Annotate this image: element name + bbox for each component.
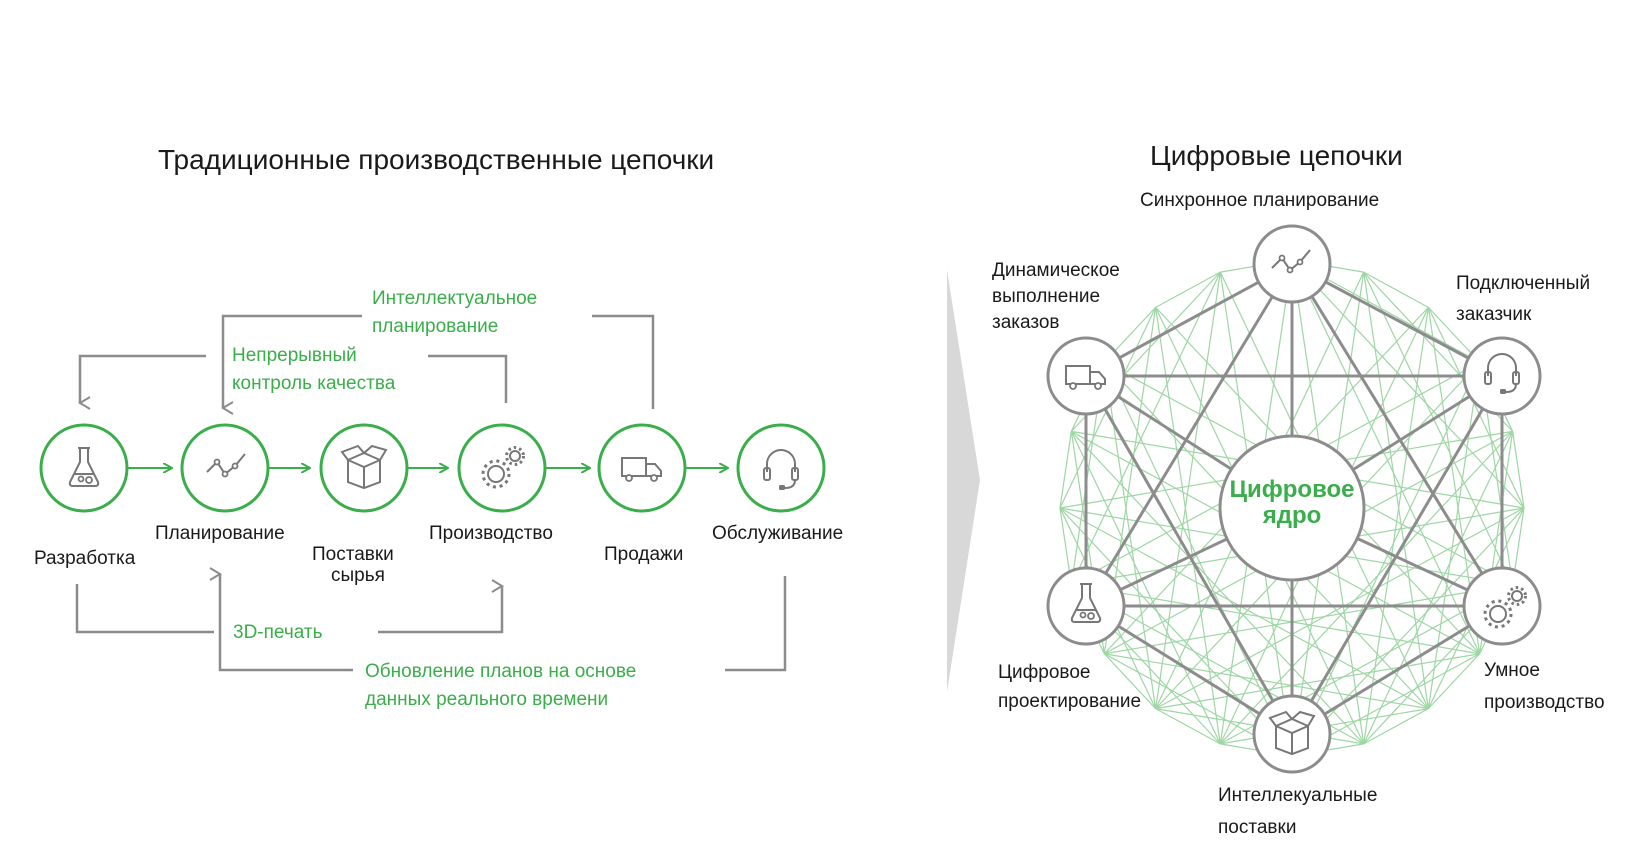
stage-circle-development (39, 423, 129, 513)
node-label-design: Цифровое проектирование (998, 658, 1141, 716)
stage-label-supply-line2: сырья (331, 565, 385, 586)
feedback-line-intelligent (592, 314, 655, 409)
node-label-smart: Умное производство (1484, 655, 1605, 719)
feedback-line-printing (378, 579, 504, 634)
node-label-supply-line1: Интеллекуальные (1218, 785, 1378, 806)
stage-label-production: Производство (429, 523, 553, 544)
digital-network (1046, 224, 1542, 774)
mesh-line (1512, 431, 1525, 509)
core-label-line1: Цифровое (1229, 476, 1355, 503)
flow-label-update-line2: данных реального времени (365, 689, 609, 710)
stage-label-development: Разработка (34, 548, 136, 569)
feedback-line-printing (75, 584, 214, 634)
mesh-line (1104, 653, 1429, 710)
mesh-line (1155, 708, 1221, 745)
node-label-dynamic: Динамическое выполнение заказов (992, 258, 1120, 336)
node-label-dynamic-line3: заказов (992, 312, 1060, 333)
stage-label-sales: Продажи (604, 544, 684, 565)
mesh-line (1155, 272, 1221, 709)
hex-chord (1084, 375, 1294, 735)
hex-edge (1291, 262, 1503, 378)
mesh-line (1363, 431, 1514, 745)
mesh-line (1291, 507, 1525, 757)
node-label-supply-line2: поставки (1218, 817, 1297, 838)
node-label-design-line2: проектирование (998, 691, 1142, 712)
flow-label-update-line1: Обновление планов на основе (365, 661, 637, 682)
node-label-smart-line2: производство (1484, 692, 1605, 713)
mesh-line (1155, 653, 1480, 710)
core-circle (1218, 434, 1366, 582)
feedback-line-quality (428, 354, 508, 403)
mesh-line (1363, 271, 1429, 308)
hex-chord (1290, 375, 1504, 735)
node-label-sync: Синхронное планирование (1140, 190, 1380, 211)
mesh-line (1427, 362, 1481, 709)
node-label-design-line1: Цифровое (998, 662, 1091, 683)
feedback-line-quality (78, 354, 206, 410)
mesh-line (1363, 708, 1429, 745)
mesh-line (1103, 653, 1157, 710)
hex-edge (1291, 604, 1503, 736)
mesh-line (1427, 653, 1481, 710)
node-label-dynamic-line2: выполнение (992, 286, 1101, 307)
mesh-line (1103, 361, 1293, 757)
feedback-line-intelligent (221, 314, 362, 415)
stage-circle-planning (180, 423, 270, 513)
flow-label-intelligent-line1: Интеллектуальное (372, 288, 538, 309)
mesh-line (1070, 431, 1221, 745)
flow-label-quality-line2: контроль качества (232, 373, 396, 394)
mesh-line (1155, 307, 1221, 744)
mesh-line (1363, 271, 1514, 585)
node-label-customer-line1: Подключенный (1456, 273, 1591, 294)
mesh-line (1059, 431, 1072, 509)
node-circle-sync (1252, 224, 1332, 304)
node-circle-design (1046, 566, 1126, 646)
hex-lines (1084, 262, 1504, 736)
node-circle-dynamic (1046, 336, 1126, 416)
right-title: Цифровые цепочки (1150, 140, 1403, 171)
mesh-line (1155, 271, 1221, 308)
flow-label-intelligent-line2: планирование (372, 316, 499, 337)
node-circle-customer (1462, 336, 1542, 416)
flow-label-printing: 3D-печать (233, 622, 323, 643)
feedback-line-update (725, 576, 787, 672)
traditional-chain (39, 314, 826, 672)
feedback-line-update (209, 567, 353, 672)
left-title: Традиционные производственные цепочки (158, 144, 715, 175)
node-label-smart-line1: Умное (1484, 660, 1540, 681)
node-label-customer-line2: заказчик (1456, 304, 1532, 325)
stage-circle-sales (597, 423, 687, 513)
hex-edge (1085, 604, 1293, 736)
core-label: Цифровое ядро (1202, 477, 1382, 529)
hex-chord (1290, 263, 1504, 607)
mesh-line (1070, 271, 1221, 585)
stage-label-service: Обслуживание (712, 523, 844, 544)
stage-circle-service (736, 423, 826, 513)
core-label-line2: ядро (1262, 502, 1322, 529)
flow-label-quality-line1: Непрерывный (232, 345, 357, 366)
node-label-dynamic-line1: Динамическое (992, 260, 1120, 281)
mesh-line (1059, 507, 1293, 757)
stage-label-supply-line1: Поставки (312, 544, 394, 565)
mesh-line (1291, 259, 1525, 509)
node-label-customer: Подключенный заказчик (1456, 268, 1590, 330)
hex-chord (1084, 263, 1294, 607)
node-label-supply: Интеллекуальные поставки (1218, 780, 1377, 844)
separator-chevron (947, 270, 980, 692)
stage-label-planning: Планирование (155, 523, 285, 544)
mesh-line (1427, 307, 1525, 509)
